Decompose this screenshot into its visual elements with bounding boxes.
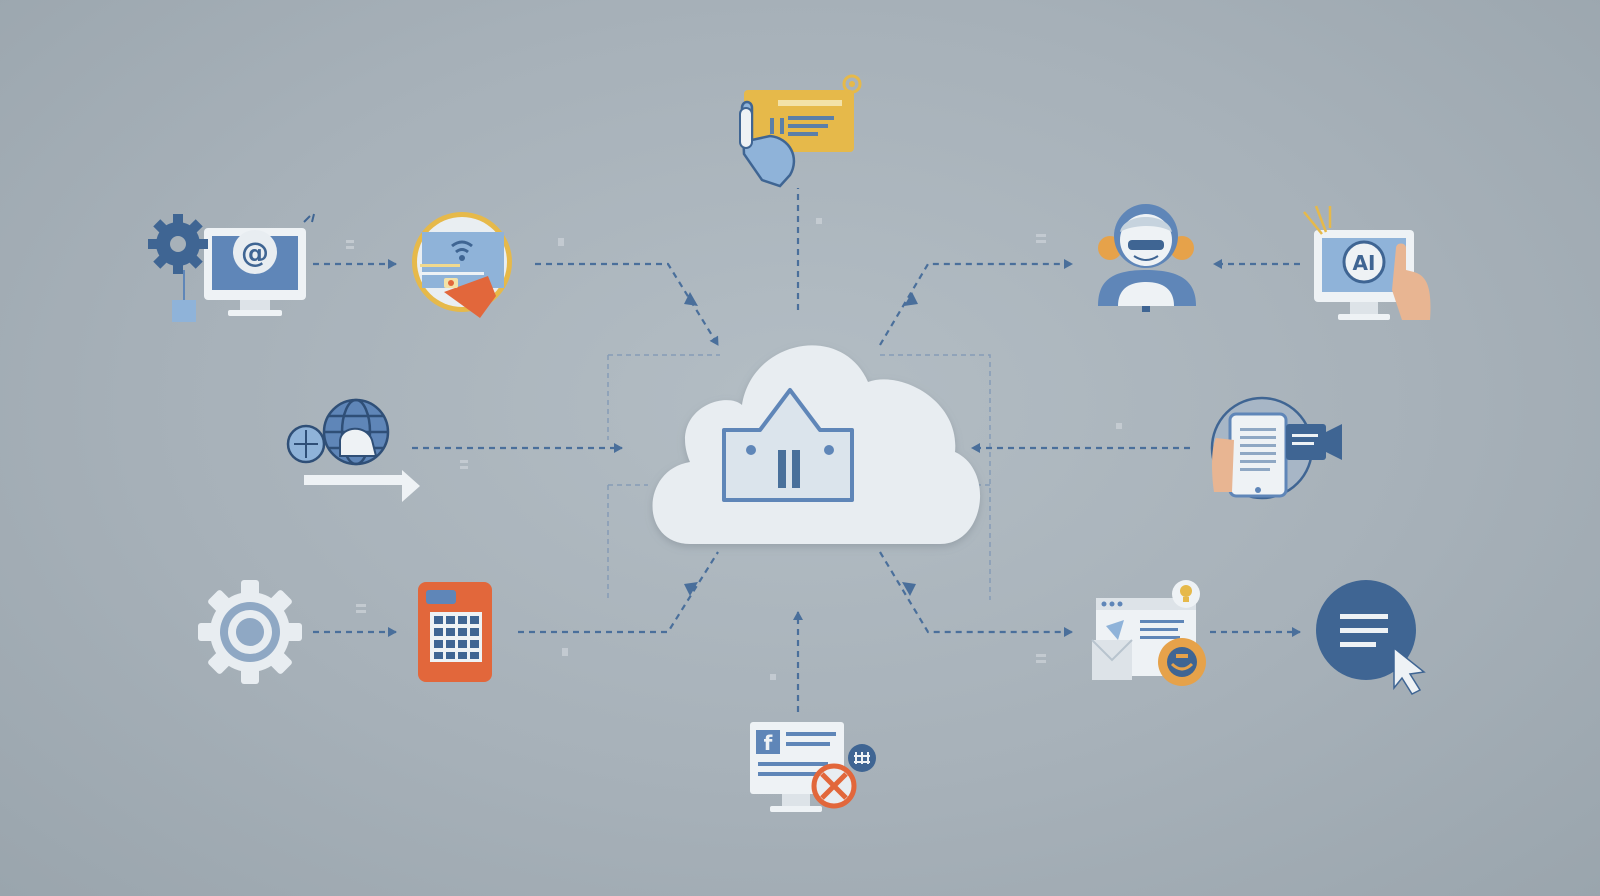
form-pointer-icon [739,74,862,188]
mobile-video-icon [1210,396,1342,500]
calculator-icon [418,582,492,682]
touch-monitor-icon: AI [1303,205,1431,320]
cloud-house-icon [652,345,981,544]
connector-hub-browser [879,551,1073,637]
connector-wifi-hub [535,262,719,346]
svg-text:AI: AI [1353,251,1376,275]
wifi-badge-icon [412,212,512,318]
background-specks [346,218,1122,680]
connector-hub-avatar [879,259,1073,346]
svg-text:@: @ [241,236,269,269]
connector-calculator-hub [518,551,719,634]
gear-icon [198,580,302,684]
user-avatar-icon [1098,204,1196,312]
connectors [313,188,1301,712]
svg-text:f: f [764,731,773,755]
global-network-icon [286,398,420,502]
email-computer-gear-icon: @ [148,213,315,322]
social-desktop-icon: f [750,722,876,812]
menu-cursor-icon [1316,580,1426,695]
browser-window-icon [1091,580,1206,686]
